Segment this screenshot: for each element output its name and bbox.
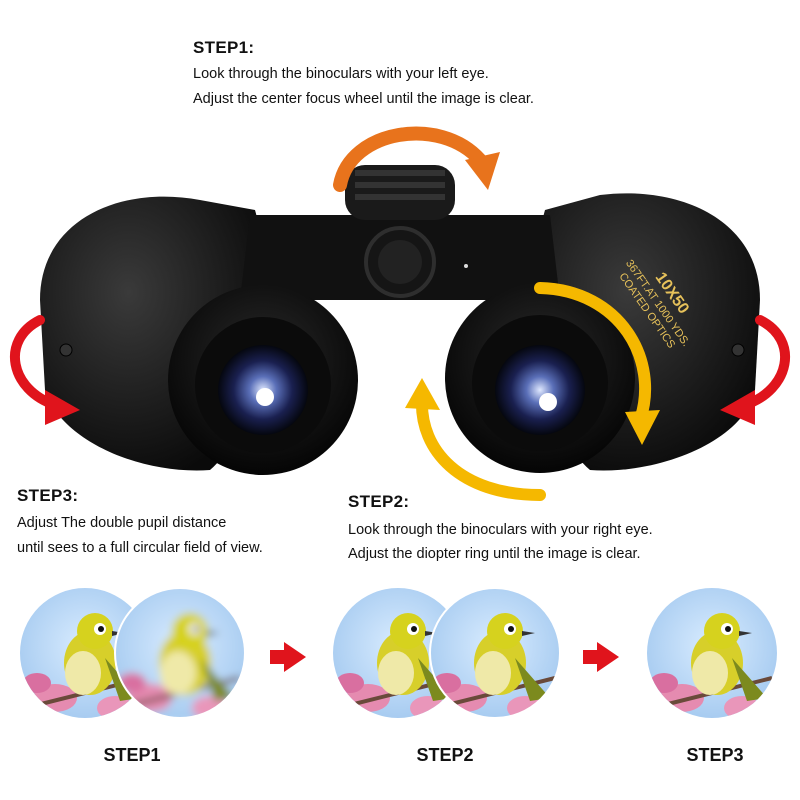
- step2-line-1: Look through the binoculars with your ri…: [348, 522, 653, 538]
- step3-title: STEP3:: [17, 486, 79, 505]
- step2-title: STEP2:: [348, 492, 410, 511]
- focus-wheel: [345, 165, 455, 220]
- next-arrow-1: [270, 642, 306, 672]
- next-arrow-2: [583, 642, 619, 672]
- step2-line-2: Adjust the diopter ring until the image …: [348, 546, 641, 562]
- binoculars-illustration: 10X50 367FT.AT 1000 YDS. COATED OPTICS: [9, 126, 791, 501]
- bottom-label-step1: STEP1: [103, 745, 161, 765]
- step1-title: STEP1:: [193, 38, 255, 57]
- step1-line-1: Look through the binoculars with your le…: [193, 66, 489, 82]
- step1-view-right-blurred: [115, 588, 245, 718]
- diopter-rotate-arrow-bottom: [415, 394, 546, 501]
- step3-view-merged: [647, 588, 777, 718]
- bottom-label-step2: STEP2: [416, 745, 474, 765]
- bottom-label-step3: STEP3: [686, 745, 744, 765]
- step3-line-1: Adjust The double pupil distance: [17, 515, 227, 531]
- step3-line-2: until sees to a full circular field of v…: [17, 540, 263, 556]
- view-comparison: [20, 587, 777, 719]
- right-lens: [495, 345, 585, 435]
- pupil-arrow-left: [9, 315, 60, 410]
- pupil-arrow-right: [740, 315, 791, 410]
- step2-view-right: [430, 588, 560, 718]
- diopter-rotate-arrow-top: [534, 282, 651, 426]
- step1-line-2: Adjust the center focus wheel until the …: [193, 91, 534, 107]
- focus-rotate-arrow: [333, 126, 487, 192]
